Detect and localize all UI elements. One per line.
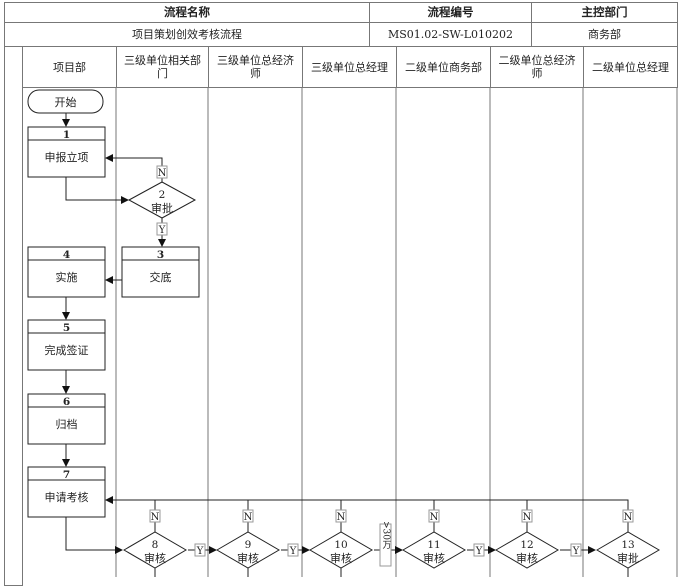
yes-label: Y xyxy=(289,546,297,557)
decision-12-label: 审核 xyxy=(516,551,538,565)
decision-2-approve xyxy=(127,181,197,219)
control-dept-value: 商务部 xyxy=(531,22,678,47)
decision-8-label: 审核 xyxy=(144,551,166,565)
yes-label: Y xyxy=(196,546,204,557)
process-name-value: 项目策划创效考核流程 xyxy=(4,22,370,47)
step-6-archive-number: 6 xyxy=(63,396,70,408)
no-label-box xyxy=(242,509,254,523)
no-label-box xyxy=(622,509,634,523)
step-3-handover xyxy=(121,246,200,298)
decision-2-approve-label: 审批 xyxy=(151,201,173,215)
over-30w-box xyxy=(379,523,392,567)
step-7-apply-assessment-label: 申请考核 xyxy=(45,490,89,504)
no-label: N xyxy=(624,512,633,523)
step-3-handover-label: 交底 xyxy=(150,270,172,284)
decision-12-number: 12 xyxy=(520,539,533,551)
process-code-value: MS01.02-SW-L010202 xyxy=(369,22,532,47)
step-5-visa-number: 5 xyxy=(63,322,70,334)
step-4-implement-number: 4 xyxy=(63,249,70,261)
no-label-box xyxy=(335,509,347,523)
no-label: N xyxy=(158,168,167,179)
step-1-apply-number: 1 xyxy=(63,129,70,141)
step-1-apply xyxy=(27,126,106,178)
step-7-apply-assessment xyxy=(27,466,106,518)
decision-13-number: 13 xyxy=(621,539,634,551)
yes-label: Y xyxy=(475,546,483,557)
decision-9 xyxy=(216,531,280,569)
lane-header-l3-gm: 三级单位总经理 xyxy=(302,46,397,88)
decision-10-number: 10 xyxy=(334,539,347,551)
no-label-box xyxy=(149,509,161,523)
decision-11-number: 11 xyxy=(427,539,440,551)
start-label: 开始 xyxy=(55,95,77,109)
step-3-handover-number: 3 xyxy=(157,249,164,261)
step-6-archive-label: 归档 xyxy=(56,417,78,431)
lane-header-l3-related: 三级单位相关部门 xyxy=(116,46,209,88)
lane-header-project-dept: 项目部 xyxy=(22,46,117,88)
step-1-apply-label: 申报立项 xyxy=(45,150,89,164)
decision-8 xyxy=(123,531,187,569)
yes-label-box xyxy=(570,543,582,557)
lane-header-l2-chief-economist: 二级单位总经济师 xyxy=(490,46,584,88)
yes-label-box xyxy=(473,543,485,557)
yes-label-box xyxy=(194,543,206,557)
control-dept-header: 主控部门 xyxy=(531,2,678,23)
start-terminator xyxy=(27,89,104,114)
reject-arrow xyxy=(105,154,163,182)
yes-label: Y xyxy=(158,225,166,236)
no-label: N xyxy=(337,512,346,523)
decision-11-label: 审核 xyxy=(423,551,445,565)
no-label-box xyxy=(156,165,168,179)
decision-10 xyxy=(309,531,373,569)
yes-label-box xyxy=(156,222,168,236)
decision-10-label: 审核 xyxy=(330,551,352,565)
decision-11 xyxy=(402,531,466,569)
reject-arrow xyxy=(105,496,629,532)
decision-9-number: 9 xyxy=(245,539,252,551)
decision-9-label: 审核 xyxy=(237,551,259,565)
process-code-header: 流程编号 xyxy=(369,2,532,23)
no-label: N xyxy=(244,512,253,523)
lane-header-l3-chief-economist: 三级单位总经济师 xyxy=(208,46,303,88)
step-4-implement xyxy=(27,246,106,298)
over-30w-label: >30万 xyxy=(381,521,392,550)
yes-label: Y xyxy=(572,546,580,557)
step-7-apply-assessment-number: 7 xyxy=(63,469,70,481)
yes-label-box xyxy=(287,543,299,557)
no-label: N xyxy=(523,512,532,523)
decision-12 xyxy=(495,531,559,569)
no-label: N xyxy=(151,512,160,523)
decision-8-number: 8 xyxy=(152,539,159,551)
no-label-box xyxy=(428,509,440,523)
flow-arrow xyxy=(65,177,129,204)
lane-header-l2-commerce: 二级单位商务部 xyxy=(396,46,491,88)
step-5-visa xyxy=(27,319,106,371)
lane-header-l2-gm: 二级单位总经理 xyxy=(583,46,678,88)
decision-13 xyxy=(596,531,660,569)
step-4-implement-label: 实施 xyxy=(56,270,78,284)
no-label-box xyxy=(521,509,533,523)
decision-13-label: 审批 xyxy=(617,551,639,565)
no-label: N xyxy=(430,512,439,523)
step-6-archive xyxy=(27,393,106,445)
step-5-visa-label: 完成签证 xyxy=(45,343,89,357)
decision-2-approve-number: 2 xyxy=(159,189,166,201)
flow-arrow xyxy=(65,516,123,554)
